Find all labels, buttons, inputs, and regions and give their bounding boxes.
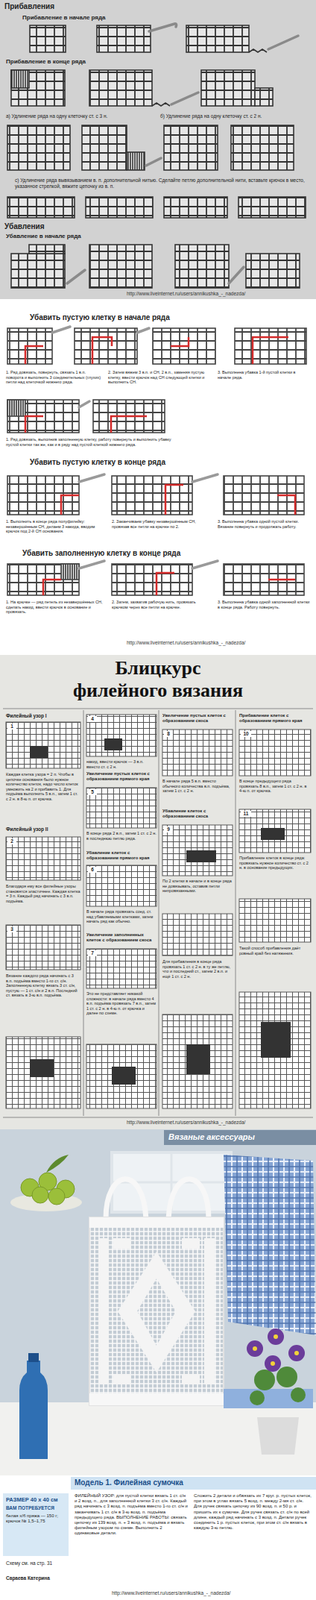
step-number: 8 — [163, 730, 173, 737]
panel-text: В конце предыдущего ряда провязать 8 в.п… — [239, 778, 311, 793]
page-title: Блицкурс — [0, 655, 316, 679]
section-heading: Убавить пустую клетку в конце ряда — [29, 457, 299, 467]
section-heading: Убавить пустую клетку в начале ряда — [29, 313, 299, 322]
section-banner: Вязаные аксессуары — [168, 1131, 312, 1142]
step-number: 10 — [240, 730, 252, 737]
panel-text: Это не представляет никакой сложности: в… — [86, 990, 157, 1016]
panel-text: Благодаря ему все филейные узоры становя… — [5, 883, 81, 903]
author-name: Сараева Катерина — [5, 1574, 81, 1580]
watermark: http://www.liveinternet.ru/users/annikus… — [126, 290, 314, 297]
sub-heading: Убавление в начале ряда — [5, 232, 170, 240]
panel-text: По 2 клетки в начале и в конце ряда не д… — [162, 877, 233, 893]
panel-heading: Увеличение пустых клеток с образованием … — [162, 712, 233, 723]
page-title: филейного вязания — [0, 678, 316, 702]
step-text: 1. На крючке — ряд петель из незавершённ… — [5, 599, 103, 615]
pattern-text: ФИЛЕЙНЫЙ УЗОР: для пустой клетки вязать … — [74, 1492, 188, 1536]
materials-text: белая х/б пряжа — 150 г; крючок № 1,5–1,… — [5, 1512, 68, 1523]
panel-heading: Филейный узор II — [5, 825, 81, 832]
step-text: 2. Затем вяжем 3 в.п. и СН, 2 в.п., заме… — [108, 369, 211, 385]
instructions-text: Сложить 2 детали и обвязать их 7 круг. р… — [193, 1492, 312, 1530]
panel-heading: Прибавление клеток с образованием прямог… — [239, 712, 311, 723]
panel-heading: Убавление клеток с образованием скоса — [162, 807, 233, 819]
panel-text: В начале ряда 5 в.п. вместо обычного кол… — [162, 778, 233, 793]
panel-heading: Убавление клеток с образованием прямого … — [86, 849, 157, 861]
caption: а) Удлинение ряда на одну клеточку ст. с… — [5, 113, 152, 120]
step-text: 3. Выполнена убавка 1-й пустой клетки в … — [217, 369, 311, 380]
scheme-note: Схему см. на стр. 31 — [5, 1559, 71, 1566]
step-number: 11 — [240, 810, 252, 817]
watermark: http://www.liveinternet.ru/users/annikus… — [126, 1118, 314, 1125]
sub-heading: Прибавление в начале ряда — [22, 14, 187, 22]
panel-text: Каждая клетка узора = 2 п. Чтобы в цепоч… — [5, 771, 81, 802]
materials-heading: ВАМ ПОТРЕБУЕТСЯ — [5, 1503, 68, 1510]
step-number: 3 — [7, 925, 17, 932]
panel-text: В конце ряда 2 в.п., затем 1 ст. с 2 н. … — [86, 830, 157, 840]
panel-heading: Увеличение пустых клеток с образованием … — [86, 770, 157, 782]
step-text: 3. Выполнена убавка одной заполненной кл… — [217, 599, 311, 609]
section-heading: Прибавления — [4, 2, 154, 12]
panel-text: Такой способ прибавления даёт ровный кра… — [239, 945, 311, 955]
watermark: http://www.liveinternet.ru/users/annikus… — [126, 639, 314, 646]
step-text: 1. Выполнить в конце ряда полуфилейку: н… — [5, 518, 103, 534]
step-text: 3. Выполнена убавка одной пустой клетки.… — [217, 518, 311, 529]
model-title: Модель 1. Филейная сумочка — [74, 1477, 312, 1487]
panel-text: накид, ввести крючок — 3 в.п. вместо ст.… — [86, 758, 157, 769]
size-label: РАЗМЕР 40 х 40 см — [5, 1495, 68, 1502]
caption: с) Удлинение ряда вывязыванием в. п. доп… — [14, 177, 308, 190]
step-number: 5 — [87, 788, 97, 795]
caption: б) Удлинение ряда на одну клеточку ст. с… — [160, 113, 310, 120]
section-heading: Убавить заполненную клетку в конце ряда — [22, 548, 306, 558]
panel-text: Прибавление клеток в конце ряда: провяза… — [239, 854, 311, 870]
panel-text: Для прибавления в конце ряда провязать 1… — [162, 958, 233, 978]
step-text: 2. Затем, захватив рабочую нить, провяза… — [111, 599, 209, 609]
watermark: http://www.liveinternet.ru/users/annikus… — [111, 1588, 314, 1595]
step-text: 2. Заканчиваем убавку незавершённым СН, … — [111, 518, 209, 529]
panel-text: Вязание каждого ряда начинать с 3 в.п. п… — [5, 972, 81, 998]
step-number: 7 — [87, 949, 97, 956]
panel-heading: Увеличение заполненных клеток с образова… — [86, 931, 157, 943]
step-number: 4 — [87, 715, 97, 722]
step-number: 6 — [87, 866, 97, 872]
panel-heading: Филейный узор I — [5, 712, 81, 719]
step-number: 1 — [7, 722, 17, 729]
sub-heading: Прибавление в конце ряда — [5, 58, 170, 66]
section-heading: Убавления — [4, 222, 117, 232]
step-number: 9 — [163, 825, 173, 832]
step-text: 1. Ряд довязать, повернуть, связать 1 в.… — [5, 369, 102, 385]
step-number: 2 — [7, 837, 17, 844]
panel-text: В начале ряда провязать соед. ст. над уб… — [86, 908, 157, 924]
step-text: 1. Ряд довязать, выполнив заполненную кл… — [5, 436, 178, 447]
